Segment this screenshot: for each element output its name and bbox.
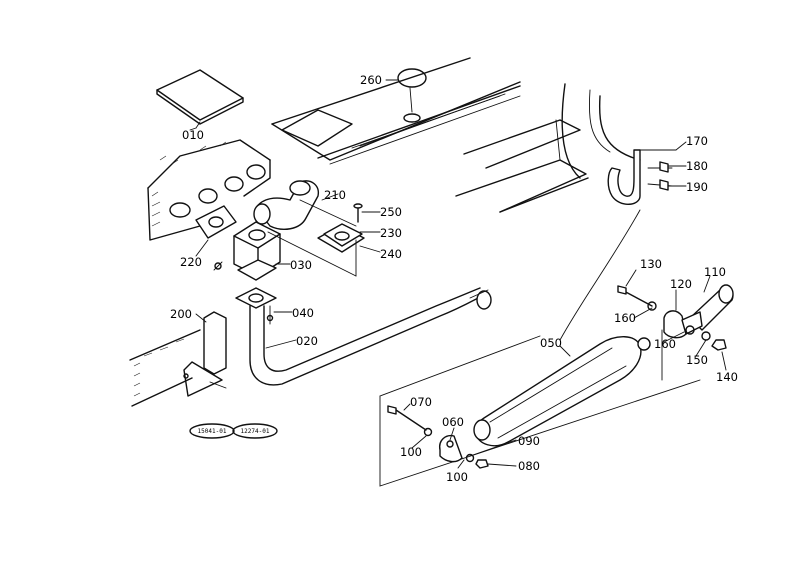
label-260: 260 — [360, 73, 382, 87]
stamp-2: 12274-01 — [241, 428, 270, 435]
label-090: 090 — [518, 434, 540, 448]
label-220: 220 — [180, 255, 202, 269]
label-230: 230 — [380, 226, 402, 240]
label-160-left: 160 — [614, 311, 636, 325]
part-010-cover-plate — [156, 69, 244, 129]
label-250: 250 — [380, 205, 402, 219]
part-120-clamp — [663, 310, 703, 339]
label-200: 200 — [170, 307, 192, 321]
leader-lines — [189, 127, 727, 469]
label-130: 130 — [640, 257, 662, 271]
stamp-1: 15041-01 — [198, 428, 227, 435]
label-040: 040 — [292, 306, 314, 320]
label-100-left: 100 — [400, 445, 422, 459]
fender-frame — [455, 83, 641, 213]
hood-panel — [271, 57, 521, 165]
label-120: 120 — [670, 277, 692, 291]
label-020: 020 — [296, 334, 318, 348]
nuts-080-090 — [465, 453, 489, 469]
part-220-gasket — [195, 205, 237, 271]
label-210: 210 — [324, 188, 346, 202]
part-240-gasket — [317, 223, 365, 253]
label-010: 010 — [182, 128, 204, 142]
part-040-gasket — [235, 287, 277, 325]
engine-block — [147, 139, 271, 241]
part-210-elbow — [253, 180, 319, 230]
label-070: 070 — [410, 395, 432, 409]
label-100-bottom: 100 — [446, 470, 468, 484]
part-050-muffler — [473, 336, 651, 447]
part-060-clamp — [439, 434, 463, 463]
label-030: 030 — [290, 258, 312, 272]
label-190: 190 — [686, 180, 708, 194]
label-060: 060 — [442, 415, 464, 429]
part-130-bolt — [617, 285, 653, 307]
label-050: 050 — [540, 336, 562, 350]
label-110: 110 — [704, 265, 726, 279]
label-180: 180 — [686, 159, 708, 173]
label-170: 170 — [686, 134, 708, 148]
part-200-bracket — [129, 311, 227, 407]
muffler-frame — [379, 209, 701, 487]
part-070-bolt — [387, 405, 433, 437]
part-170-clamp — [607, 149, 677, 205]
part-020-exhaust-pipe — [249, 287, 492, 386]
hardware-washers — [647, 301, 727, 351]
part-260-cap — [385, 68, 427, 123]
revision-stamps: 15041-01 12274-01 — [189, 423, 278, 439]
label-160-right: 160 — [654, 337, 676, 351]
part-250-bolt — [353, 203, 363, 223]
part-030-flange-block — [233, 221, 281, 281]
label-080: 080 — [518, 459, 540, 473]
label-140: 140 — [716, 370, 738, 384]
part-labels: 010 260 210 250 230 240 220 030 040 020 … — [170, 73, 738, 484]
label-150: 150 — [686, 353, 708, 367]
label-240: 240 — [380, 247, 402, 261]
